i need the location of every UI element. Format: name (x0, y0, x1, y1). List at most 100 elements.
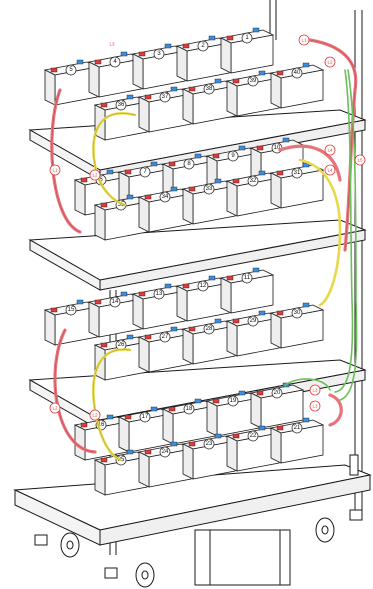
battery-number: 36 (118, 102, 125, 108)
battery-number: 39 (250, 78, 257, 84)
terminal-positive (276, 70, 284, 76)
terminal-positive (256, 145, 264, 151)
svg-text:L3: L3 (312, 404, 318, 409)
battery-number: 7 (143, 169, 147, 175)
terminal-negative (164, 43, 172, 49)
terminal-positive (232, 178, 240, 184)
terminal-negative (214, 433, 222, 439)
battery-number: 15 (68, 307, 75, 313)
caster-wheels (34, 454, 363, 588)
cable-tag: L3 (109, 42, 115, 47)
svg-text:L1: L1 (301, 38, 307, 43)
terminal-positive (124, 169, 132, 175)
battery-number: 5 (69, 67, 73, 73)
terminal-negative (302, 62, 310, 68)
terminal-negative (170, 441, 178, 447)
battery-front: 33 (181, 178, 237, 225)
battery-number: 21 (294, 425, 301, 431)
cable-tag: L3 (309, 400, 321, 412)
terminal-negative (150, 406, 158, 412)
terminal-negative (258, 310, 266, 316)
battery-number: 32 (250, 178, 257, 184)
svg-text:L2: L2 (92, 413, 98, 418)
battery-back: 4 (87, 51, 143, 98)
svg-text:L5: L5 (357, 158, 363, 163)
battery-number: 18 (186, 406, 193, 412)
terminal-negative (252, 267, 260, 273)
terminal-negative (106, 414, 114, 420)
terminal-negative (194, 153, 202, 159)
terminal-positive (232, 78, 240, 84)
battery-number: 13 (156, 291, 163, 297)
terminal-positive (94, 299, 102, 305)
terminal-negative (208, 35, 216, 41)
terminal-positive (276, 310, 284, 316)
battery-number: 11 (244, 275, 251, 281)
battery-front: 21 (269, 417, 325, 464)
terminal-positive (212, 398, 220, 404)
cable-tag: L2 (49, 402, 61, 414)
battery-number: 4 (113, 59, 117, 65)
terminal-negative (258, 70, 266, 76)
terminal-positive (94, 59, 102, 65)
terminal-positive (226, 35, 234, 41)
terminal-positive (100, 102, 108, 108)
battery-back: 9 (205, 145, 261, 192)
battery-back: 15 (43, 299, 99, 346)
terminal-positive (188, 186, 196, 192)
battery-number: 22 (250, 433, 257, 439)
battery-back: 12 (175, 275, 231, 322)
terminal-positive (124, 414, 132, 420)
svg-text:L2: L2 (92, 173, 98, 178)
terminal-positive (188, 326, 196, 332)
terminal-positive (80, 422, 88, 428)
battery-back: 14 (87, 291, 143, 338)
terminal-positive (226, 275, 234, 281)
terminal-positive (144, 94, 152, 100)
cable-tag: L4 (324, 164, 336, 176)
battery-back: 5 (43, 59, 99, 106)
terminal-negative (126, 334, 134, 340)
battery-number: 17 (142, 414, 149, 420)
svg-text:L4: L4 (327, 148, 333, 153)
battery-number: 9 (231, 153, 235, 159)
battery-back: 3 (131, 43, 187, 90)
battery-number: 10 (274, 145, 281, 151)
battery-number: 25 (118, 457, 125, 463)
battery-number: 27 (162, 334, 169, 340)
battery-front: 32 (225, 170, 281, 217)
terminal-negative (282, 137, 290, 143)
terminal-positive (276, 425, 284, 431)
battery-number: 35 (118, 202, 125, 208)
battery-back: 11 (219, 267, 275, 314)
battery-number: 24 (162, 449, 169, 455)
base-platform (13, 464, 372, 586)
battery-back: 13 (131, 283, 187, 330)
svg-text:L3: L3 (312, 388, 318, 393)
battery-front: 25 (93, 449, 149, 496)
battery-front: 24 (137, 441, 193, 488)
battery-number: 20 (274, 390, 281, 396)
battery-front: 23 (181, 433, 237, 480)
battery-front: 29 (225, 310, 281, 357)
terminal-positive (168, 406, 176, 412)
terminal-positive (144, 194, 152, 200)
battery-number: 38 (206, 86, 213, 92)
cable-tag: L4 (324, 144, 336, 156)
terminal-negative (238, 145, 246, 151)
battery-number: 26 (118, 342, 125, 348)
battery-front: 31 (269, 162, 325, 209)
terminal-negative (106, 169, 114, 175)
battery-number: 19 (230, 398, 237, 404)
terminal-negative (214, 78, 222, 84)
battery-number: 23 (206, 441, 213, 447)
battery-back: 2 (175, 35, 231, 82)
battery-number: 31 (294, 170, 301, 176)
battery-front: 28 (181, 318, 237, 365)
battery-number: 34 (162, 194, 169, 200)
terminal-positive (188, 441, 196, 447)
battery-number: 2 (201, 43, 205, 49)
terminal-negative (208, 275, 216, 281)
terminal-positive (212, 153, 220, 159)
